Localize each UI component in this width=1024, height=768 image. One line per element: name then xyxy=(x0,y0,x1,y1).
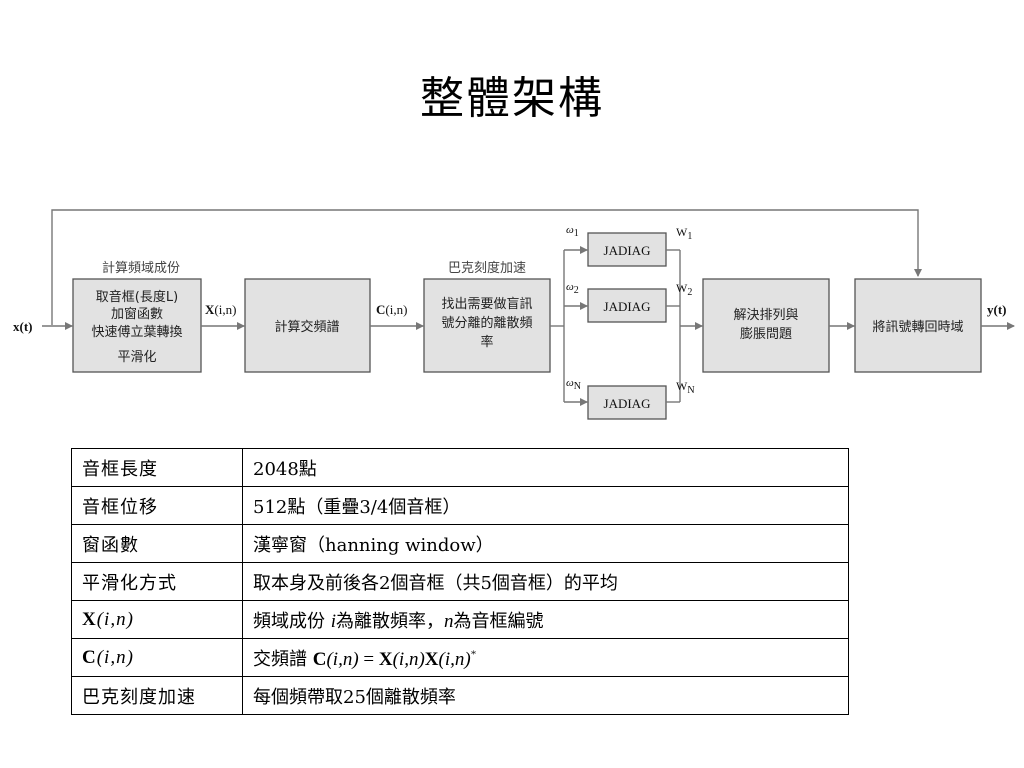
table-value: 頻域成份 i為離散頻率，n為音框編號 xyxy=(242,600,849,639)
table-row: 巴克刻度加速 每個頻帶取25個離散頻率 xyxy=(71,676,849,715)
table-value: 漢寧窗（hanning window） xyxy=(242,524,849,563)
table-row: C(i,n) 交頻譜 C(i,n) = X(i,n)X(i,n)* xyxy=(71,638,849,677)
permutation-block xyxy=(702,278,830,373)
table-row: 平滑化方式 取本身及前後各2個音框（共5個音框）的平均 xyxy=(71,562,849,601)
table-key: X(i,n) xyxy=(71,600,243,639)
table-key: 音框長度 xyxy=(71,448,243,487)
table-row: X(i,n) 頻域成份 i為離散頻率，n為音框編號 xyxy=(71,600,849,639)
permutation-block-line-1: 解決排列與 xyxy=(733,308,798,323)
omega-label-2: ω2 xyxy=(566,281,579,296)
table-row: 音框位移 512點（重疊3/4個音框） xyxy=(71,486,849,525)
cross-spectrum-formula: C(i,n) = X(i,n)X(i,n)* xyxy=(312,648,477,670)
table-value: 交頻譜 C(i,n) = X(i,n)X(i,n)* xyxy=(242,638,849,677)
jadiag-block-2 xyxy=(587,288,667,323)
page-title: 整體架構 xyxy=(420,73,604,124)
w-label-2: W2 xyxy=(676,281,692,298)
stft-block-line-1: 取音框(長度L) xyxy=(96,289,178,305)
output-signal-label: y(t) xyxy=(987,302,1007,317)
table-value: 2048點 xyxy=(242,448,849,487)
select-block-caption: 巴克刻度加速 xyxy=(448,260,526,276)
inverse-transform-block-label: 將訊號轉回時域 xyxy=(872,320,963,335)
select-block-line-1: 找出需要做盲訊 xyxy=(441,296,532,312)
c-signal-main: C xyxy=(376,302,385,317)
omega-label-1: ω1 xyxy=(566,224,579,239)
w-label-1: W1 xyxy=(676,225,692,242)
cross-spectrum-block xyxy=(244,278,371,373)
parameter-table: 音框長度 2048點 音框位移 512點（重疊3/4個音框） 窗函數 漢寧窗（h… xyxy=(71,448,849,715)
input-signal-label: x(t) xyxy=(13,319,33,334)
c-signal-label: C(i,n) xyxy=(376,302,407,317)
table-key: 平滑化方式 xyxy=(71,562,243,601)
omega-label-n: ωN xyxy=(566,377,581,392)
x-signal-label: X(i,n) xyxy=(205,302,236,317)
cross-spectrum-block-label: 計算交頻譜 xyxy=(274,319,339,335)
inverse-transform-block xyxy=(854,278,982,373)
permutation-block-line-2: 膨脹問題 xyxy=(740,327,792,342)
w-label-n: WN xyxy=(676,379,695,396)
table-value: 512點（重疊3/4個音框） xyxy=(242,486,849,525)
table-row: 窗函數 漢寧窗（hanning window） xyxy=(71,524,849,563)
table-row: 音框長度 2048點 xyxy=(71,448,849,487)
jadiag-label-1: JADIAG xyxy=(604,243,651,258)
c-signal-args: (i,n) xyxy=(385,302,407,317)
system-architecture-diagram: x(t) 計算頻域成份 取音框(長度L) 加窗函數 快速傅立葉轉換 平滑化 X(… xyxy=(13,209,1015,420)
stft-block-line-2: 加窗函數 xyxy=(111,306,163,322)
jadiag-label-2: JADIAG xyxy=(604,299,651,314)
jadiag-label-n: JADIAG xyxy=(604,396,651,411)
table-value: 每個頻帶取25個離散頻率 xyxy=(242,676,849,715)
feedback-line xyxy=(51,209,922,325)
table-key: C(i,n) xyxy=(71,638,243,677)
select-block-line-2: 號分離的離散頻 xyxy=(441,315,532,331)
x-signal-args: (i,n) xyxy=(214,302,236,317)
stft-block-line-3: 快速傅立葉轉換 xyxy=(91,325,182,340)
jadiag-block-n xyxy=(587,385,667,420)
table-key: 音框位移 xyxy=(71,486,243,525)
table-value: 取本身及前後各2個音框（共5個音框）的平均 xyxy=(242,562,849,601)
stft-block xyxy=(72,278,202,373)
table-key: 巴克刻度加速 xyxy=(71,676,243,715)
frequency-select-block xyxy=(423,278,551,373)
stft-block-caption: 計算頻域成份 xyxy=(102,260,180,276)
table-key: 窗函數 xyxy=(71,524,243,563)
x-signal-main: X xyxy=(205,302,215,317)
select-block-line-3: 率 xyxy=(480,334,493,350)
stft-block-line-4: 平滑化 xyxy=(117,350,156,365)
